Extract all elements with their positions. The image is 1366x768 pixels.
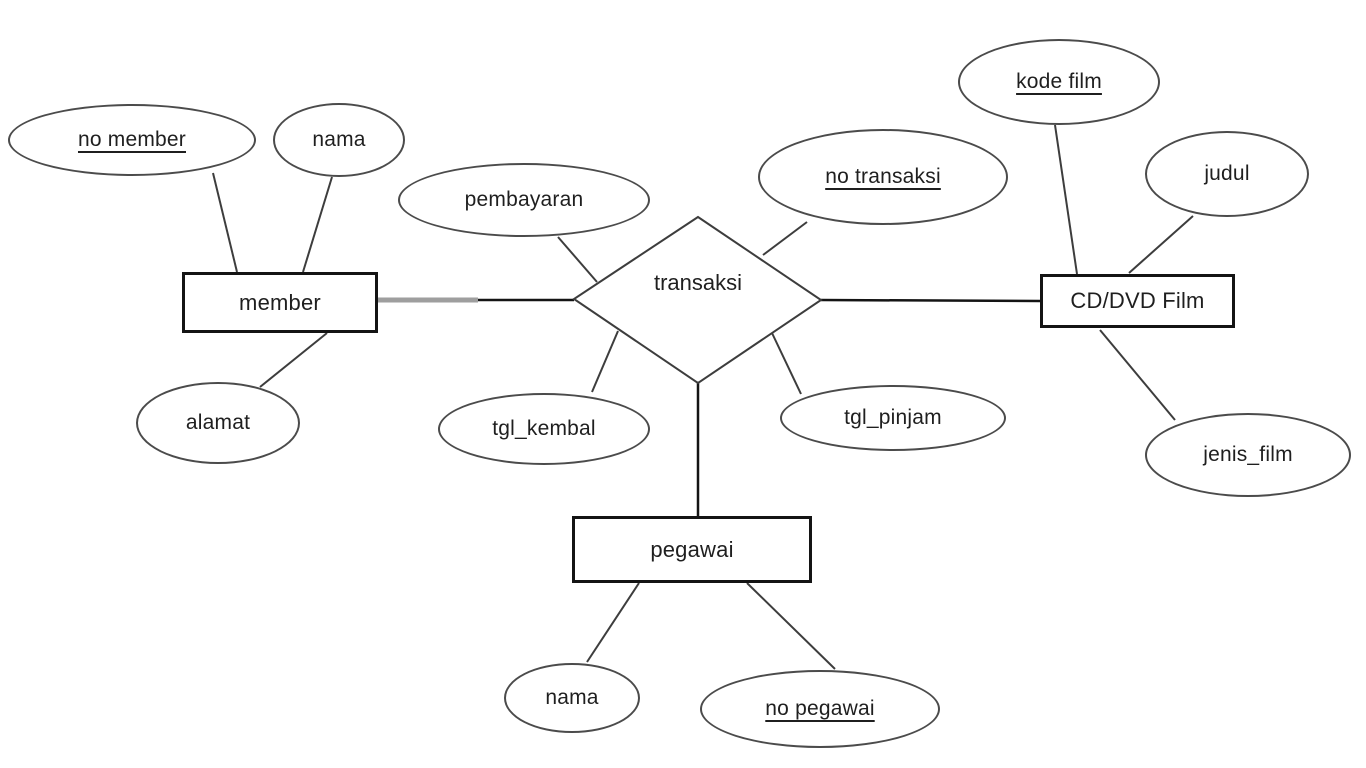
attribute-tgl-pinjam: tgl_pinjam bbox=[780, 385, 1006, 451]
attribute-no-member: no member bbox=[8, 104, 256, 176]
attribute-no-pegawai: no pegawai bbox=[700, 670, 940, 748]
attribute-nama-member-label: nama bbox=[312, 128, 366, 151]
attribute-tgl-pinjam-label: tgl_pinjam bbox=[844, 406, 942, 429]
connector-pegawai-nama bbox=[586, 582, 640, 663]
entity-member: member bbox=[182, 272, 378, 333]
attribute-nama-pegawai: nama bbox=[504, 663, 640, 733]
connector-kode-film-cd-dvd-film bbox=[1054, 124, 1078, 275]
connector-cd-dvd-film-jenis-film bbox=[1099, 329, 1176, 421]
attribute-judul-label: judul bbox=[1204, 162, 1250, 185]
connector-no-member-member bbox=[212, 172, 238, 273]
attribute-no-transaksi-label: no transaksi bbox=[825, 165, 941, 188]
entity-pegawai: pegawai bbox=[572, 516, 812, 583]
entity-cd-dvd-film: CD/DVD Film bbox=[1040, 274, 1235, 328]
connector-transaksi-cd-dvd-film bbox=[820, 298, 1041, 303]
attribute-kode-film: kode film bbox=[958, 39, 1160, 125]
attribute-nama-pegawai-label: nama bbox=[545, 686, 599, 709]
connector-nama-member bbox=[302, 176, 333, 273]
attribute-alamat: alamat bbox=[136, 382, 300, 464]
entity-pegawai-label: pegawai bbox=[650, 536, 734, 562]
attribute-judul: judul bbox=[1145, 131, 1309, 217]
attribute-kode-film-label: kode film bbox=[1016, 70, 1102, 93]
attribute-pembayaran-label: pembayaran bbox=[464, 188, 584, 211]
attribute-tgl-kembal: tgl_kembal bbox=[438, 393, 650, 465]
connector-pembayaran-transaksi bbox=[557, 236, 598, 283]
entity-cd-dvd-film-label: CD/DVD Film bbox=[1070, 288, 1205, 313]
attribute-tgl-kembal-label: tgl_kembal bbox=[492, 417, 596, 440]
entity-member-label: member bbox=[239, 289, 321, 315]
attribute-nama-member: nama bbox=[273, 103, 405, 177]
relationship-transaksi-diamond bbox=[572, 215, 823, 385]
attribute-no-member-label: no member bbox=[77, 128, 186, 151]
attribute-jenis-film: jenis_film bbox=[1145, 413, 1351, 497]
attribute-jenis-film-label: jenis_film bbox=[1203, 443, 1293, 466]
attribute-no-pegawai-label: no pegawai bbox=[765, 697, 875, 720]
connector-no-transaksi-transaksi bbox=[762, 221, 808, 256]
attribute-pembayaran: pembayaran bbox=[398, 163, 650, 237]
attribute-alamat-label: alamat bbox=[185, 411, 251, 434]
relationship-transaksi-label: transaksi bbox=[653, 270, 743, 295]
relationship-transaksi-label-box: transaksi bbox=[598, 268, 798, 298]
connector-judul-cd-dvd-film bbox=[1128, 215, 1194, 274]
connector-transaksi-tgl-kembal bbox=[591, 330, 619, 393]
connector-alamat-member bbox=[259, 332, 328, 388]
connector-pegawai-no-pegawai bbox=[746, 582, 836, 670]
attribute-no-transaksi: no transaksi bbox=[758, 129, 1008, 225]
connector-transaksi-tgl-pinjam bbox=[771, 332, 802, 395]
